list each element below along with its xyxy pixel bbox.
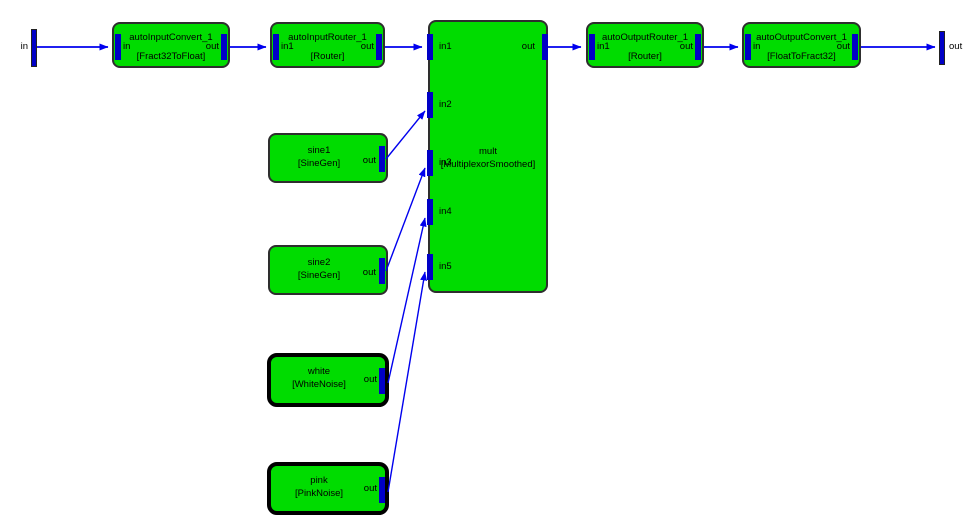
output-port-label: out	[363, 483, 377, 494]
output-port-label: out	[362, 267, 376, 278]
input-port-label: in1	[281, 41, 294, 52]
module-name: sine1	[307, 145, 331, 156]
module-autoInputConvert[interactable]: autoInputConvert_1 [Fract32ToFloat] in o…	[112, 22, 230, 68]
module-name: autoInputConvert_1	[129, 32, 213, 43]
output-port[interactable]	[221, 34, 227, 60]
output-port-label: out	[362, 155, 376, 166]
input-port[interactable]	[745, 34, 751, 60]
input-port-label-in1: in1	[439, 41, 452, 52]
output-port[interactable]	[542, 34, 548, 60]
output-port[interactable]	[695, 34, 701, 60]
wire-sine2-to-mult-in3[interactable]	[385, 167, 426, 272]
module-class: [FloatToFract32]	[767, 51, 836, 62]
wire-pink-to-mult-in5[interactable]	[387, 271, 428, 493]
input-port-in4[interactable]	[427, 199, 433, 225]
input-port-label: in	[753, 41, 761, 52]
module-class: [SineGen]	[297, 158, 341, 169]
module-name: mult	[479, 146, 497, 157]
output-port[interactable]	[379, 146, 385, 172]
output-port-label: out	[679, 41, 693, 52]
input-port-label-in5: in5	[439, 261, 452, 272]
input-port-label-in4: in4	[439, 206, 452, 217]
module-name: pink	[310, 475, 328, 486]
input-port[interactable]	[115, 34, 121, 60]
output-port[interactable]	[852, 34, 858, 60]
output-port[interactable]	[379, 258, 385, 284]
input-port[interactable]	[273, 34, 279, 60]
input-port[interactable]	[589, 34, 595, 60]
module-class: [SineGen]	[297, 270, 341, 281]
system-input-label: in	[20, 41, 28, 52]
wire-sine1-to-mult-in2[interactable]	[385, 110, 426, 160]
output-port-label: out	[363, 374, 377, 385]
output-port-label: out	[836, 41, 850, 52]
module-name: autoOutputConvert_1	[756, 32, 847, 43]
module-mult[interactable]: mult [MultiplexorSmoothed] in1 in2 in3 i…	[427, 20, 548, 293]
input-port-label: in1	[597, 41, 610, 52]
input-port-label-in2: in2	[439, 99, 452, 110]
output-port[interactable]	[379, 368, 385, 394]
module-class: [Router]	[628, 51, 662, 62]
output-port[interactable]	[376, 34, 382, 60]
output-port-label: out	[521, 41, 535, 52]
input-port-in3[interactable]	[427, 150, 433, 176]
output-port[interactable]	[379, 477, 385, 503]
system-input-terminal[interactable]	[31, 29, 37, 67]
module-name: autoInputRouter_1	[288, 32, 367, 43]
input-port-in2[interactable]	[427, 92, 433, 118]
module-class: [WhiteNoise]	[292, 379, 346, 390]
module-sine2[interactable]: sine2 [SineGen] out	[268, 245, 388, 295]
module-class: [PinkNoise]	[294, 488, 344, 499]
module-class: [Router]	[310, 51, 345, 62]
module-class: [Fract32ToFloat]	[136, 51, 206, 62]
wire-white-to-mult-in4[interactable]	[387, 217, 427, 384]
module-autoOutputConvert[interactable]: autoOutputConvert_1 [FloatToFract32] in …	[742, 22, 861, 68]
module-name: sine2	[307, 257, 331, 268]
module-white[interactable]: white [WhiteNoise] out	[267, 353, 389, 407]
module-autoOutputRouter[interactable]: autoOutputRouter_1 [Router] in1 out	[586, 22, 704, 68]
module-name: autoOutputRouter_1	[601, 32, 689, 43]
system-output-label: out	[949, 41, 963, 52]
module-name: white	[307, 366, 331, 377]
output-port-label: out	[205, 41, 219, 52]
input-port-label-in3: in3	[439, 157, 452, 168]
output-port-label: out	[360, 41, 374, 52]
module-autoInputRouter[interactable]: autoInputRouter_1 [Router] in1 out	[270, 22, 385, 68]
system-output-terminal[interactable]	[939, 31, 945, 65]
module-pink[interactable]: pink [PinkNoise] out	[267, 462, 389, 515]
module-sine1[interactable]: sine1 [SineGen] out	[268, 133, 388, 183]
input-port-in1[interactable]	[427, 34, 433, 60]
input-port-in5[interactable]	[427, 254, 433, 280]
module-class: [MultiplexorSmoothed]	[440, 159, 536, 170]
input-port-label: in	[123, 41, 131, 52]
